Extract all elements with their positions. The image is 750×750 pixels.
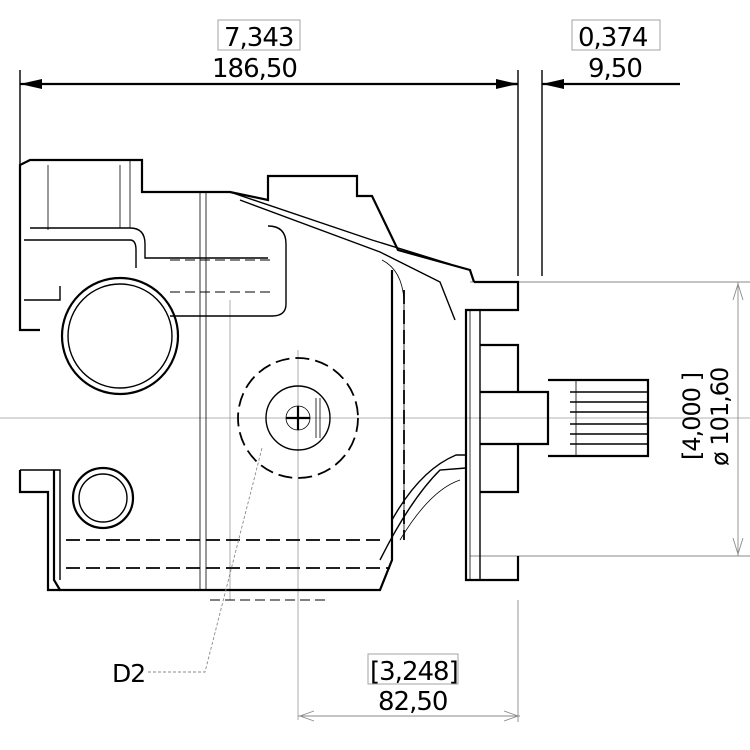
inch-value-box (367, 653, 459, 685)
flange-offset-dimension: 0,374 9,50 (496, 19, 680, 276)
body-top-outline (18, 158, 476, 283)
bore-circle (265, 385, 331, 451)
arrow-bottom (732, 537, 744, 556)
body-left-outline (18, 180, 40, 332)
flange-offset-inch: 0,374 (578, 23, 648, 53)
left-notch-outline (24, 286, 61, 301)
d2-callout: D2 (112, 447, 263, 688)
large-port-inner (67, 283, 173, 389)
spline-shaft-outline (548, 378, 650, 458)
overall-length-inch: 7,343 (224, 23, 293, 53)
port-offset-dimension: [3,248] 82,50 (298, 600, 520, 722)
shaft-neck (518, 390, 550, 446)
pump-body (18, 158, 476, 601)
upper-rail-outline (30, 227, 268, 259)
arrow-left (20, 79, 42, 89)
upper-rounded-block (170, 225, 287, 317)
lower-foot-inner (20, 469, 61, 580)
lower-foot-outline (18, 470, 60, 592)
lower-boss (480, 442, 520, 494)
overall-length-mm: 186,50 (212, 54, 297, 84)
flange-and-shaft (379, 280, 650, 582)
flange-offset-mm: 9,50 (588, 54, 642, 84)
pilot-diameter-mm: ø 101,60 (706, 368, 734, 466)
lower-curve (399, 479, 461, 541)
port-offset-mm: 82,50 (378, 687, 447, 717)
housing-diagonal (229, 191, 451, 265)
large-port-outer (60, 276, 180, 396)
arrow-top (732, 282, 744, 301)
arrow-flange (542, 79, 564, 89)
flange-outline (464, 280, 520, 582)
inch-value-box (217, 19, 301, 51)
overall-length-dimension: 7,343 186,50 (19, 19, 519, 276)
d2-leader-line (148, 447, 263, 673)
inch-value-box (571, 19, 661, 51)
arrow-left (298, 710, 315, 722)
housing-diagonal-inner (239, 199, 456, 321)
bore-hidden-circle (237, 357, 359, 479)
lower-curve (391, 454, 466, 521)
ports (60, 276, 180, 530)
housing-bottom-outline (52, 270, 394, 592)
d2-label: D2 (112, 659, 145, 688)
port-offset-inch: [3,248] (370, 657, 458, 687)
upper-rail-inner (24, 239, 137, 268)
small-port-inner (78, 473, 128, 523)
small-port-outer (71, 466, 135, 530)
pilot-diameter-inch: [4,000 ] (678, 373, 706, 460)
upper-boss (480, 343, 520, 394)
pilot-diameter-dimension: [4,000 ] ø 101,60 (470, 281, 750, 557)
center-bore (237, 357, 359, 479)
lower-curve (379, 467, 467, 561)
